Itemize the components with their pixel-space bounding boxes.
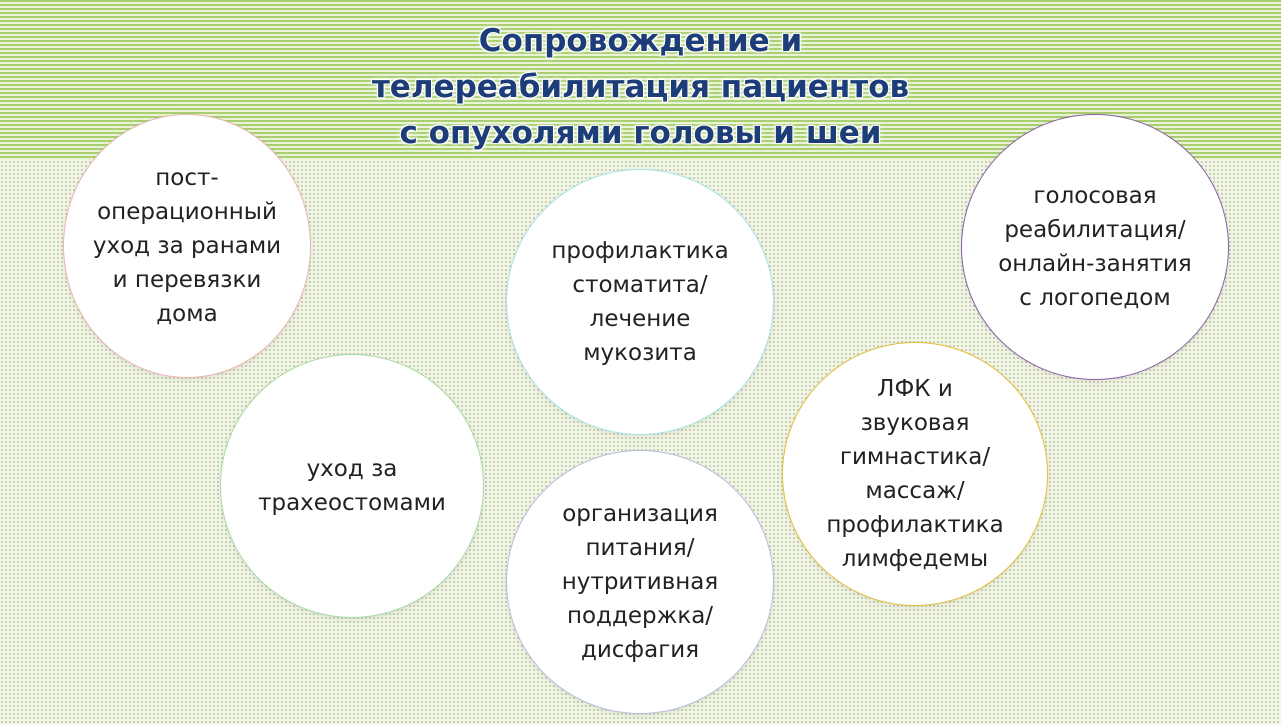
circle-wound-care: пост- операционный уход за ранами и пере…: [63, 114, 311, 378]
circle-stomatitis-text: профилактика стоматита/ лечение мукозита: [551, 238, 729, 366]
circle-nutrition-text: организация питания/ нутритивная поддерж…: [561, 501, 719, 663]
circle-voice: голосовая реабилитация/ онлайн-занятия с…: [961, 114, 1229, 380]
circle-stomatitis: профилактика стоматита/ лечение мукозита: [506, 169, 774, 435]
circle-voice-text: голосовая реабилитация/ онлайн-занятия с…: [998, 183, 1192, 311]
circle-exercise: ЛФК и звуковая гимнастика/ массаж/ профи…: [782, 342, 1048, 606]
title-line-3: с опухолями головы и шеи: [399, 115, 882, 151]
circle-nutrition: организация питания/ нутритивная поддерж…: [506, 450, 774, 714]
circle-tracheostomy: уход за трахеостомами: [220, 354, 484, 618]
title-line-1: Сопровождение и: [478, 23, 803, 59]
circle-tracheostomy-text: уход за трахеостомами: [258, 456, 446, 516]
title-line-2: телереабилитация пациентов: [371, 69, 910, 105]
circle-exercise-text: ЛФК и звуковая гимнастика/ массаж/ профи…: [826, 376, 1004, 572]
page-title: Сопровождение и телереабилитация пациент…: [0, 18, 1281, 156]
circle-wound-care-text: пост- операционный уход за ранами и пере…: [92, 165, 282, 327]
